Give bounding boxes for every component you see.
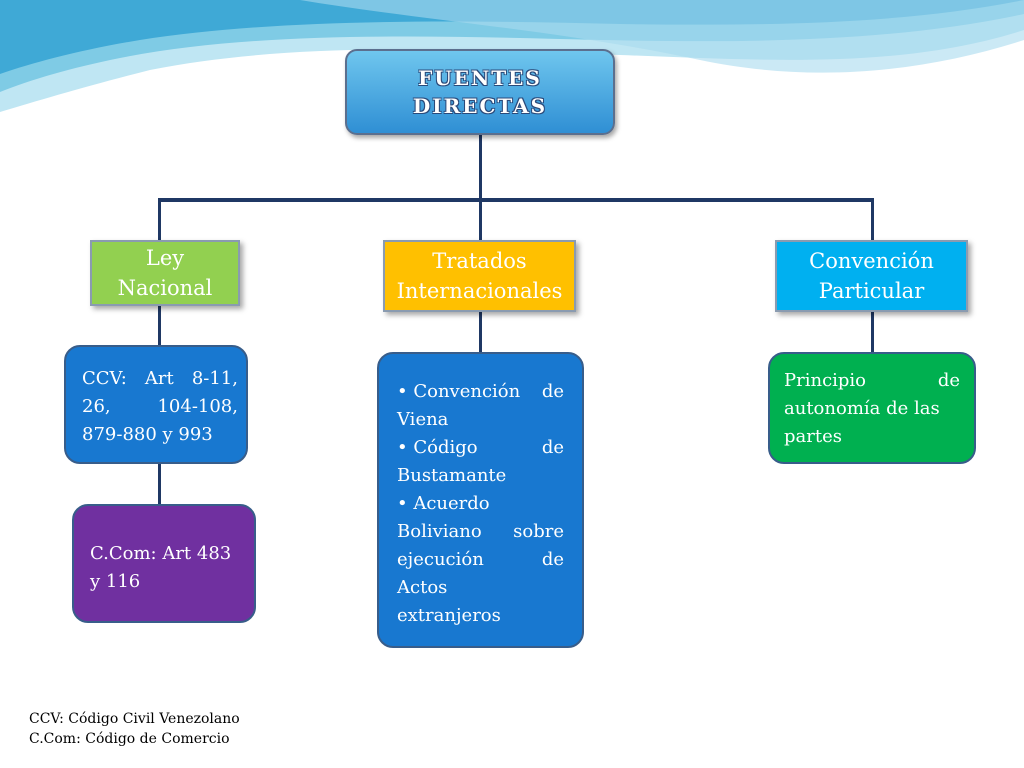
- principio-row-3: partes: [784, 426, 842, 447]
- footnote-ccv: CCV: Código Civil Venezolano: [29, 711, 240, 727]
- root-title-line1: FUENTES: [418, 66, 542, 90]
- principio-row-2: autonomía de las: [784, 398, 940, 419]
- ccv-text: CCV:: [82, 368, 127, 389]
- list-item-text: sobre: [513, 521, 564, 542]
- ccv-row-2: 26, 104-108,: [82, 393, 238, 421]
- convencion-title-line2: Particular: [818, 279, 925, 303]
- node-principio-autonomia: Principio de autonomía de las partes: [768, 352, 976, 464]
- node-ccom-articles: C.Com: Art 483 y 116: [72, 504, 256, 623]
- connector-ley-ccv: [158, 306, 161, 345]
- connector-ccv-com: [158, 464, 161, 504]
- principio-text: Principio: [784, 370, 867, 391]
- list-item: • Convención de: [397, 378, 564, 406]
- connector-convencion-detail: [871, 312, 874, 352]
- list-item-text: de: [541, 549, 564, 570]
- list-item-text: Actos: [397, 577, 448, 598]
- list-item: • Código de: [397, 434, 564, 462]
- ccom-line-1: C.Com: Art 483: [90, 543, 232, 564]
- connector-tratados-detail: [479, 312, 482, 352]
- ccv-text: 8-11,: [191, 368, 238, 389]
- node-ccv-articles: CCV: Art 8-11, 26, 104-108, 879-880 y 99…: [64, 345, 248, 464]
- connector-horizontal: [158, 198, 874, 202]
- convencion-title-line1: Convención: [809, 249, 934, 273]
- ley-title-line2: Nacional: [117, 276, 213, 300]
- connector-to-tratados: [479, 200, 482, 240]
- list-item-text: • Código: [397, 437, 478, 458]
- connector-root-down: [479, 135, 482, 200]
- decorative-wave-header: [0, 0, 1024, 112]
- root-node-fuentes-directas: FUENTES DIRECTAS: [345, 49, 615, 135]
- ccv-row-1: CCV: Art 8-11,: [82, 365, 238, 393]
- list-item-text: de: [541, 381, 564, 402]
- list-item-row: Boliviano sobre: [397, 518, 564, 546]
- list-item: • Acuerdo: [397, 493, 490, 514]
- ccv-text: Art: [144, 368, 174, 389]
- list-item-text: ejecución: [397, 549, 484, 570]
- root-title-line2: DIRECTAS: [412, 94, 548, 118]
- node-tratados-internacionales: Tratados Internacionales: [383, 240, 576, 312]
- principio-row-1: Principio de: [784, 367, 960, 395]
- ccv-text: 26,: [82, 396, 111, 417]
- ccv-text: 104-108,: [157, 396, 238, 417]
- ccv-row-3: 879-880 y 993: [82, 424, 213, 445]
- list-item-row: ejecución de: [397, 546, 564, 574]
- list-item-text: Bustamante: [397, 465, 507, 486]
- list-item-text: • Convención: [397, 381, 521, 402]
- connector-to-convencion: [871, 200, 874, 240]
- list-item-text: extranjeros: [397, 605, 501, 626]
- node-tratados-list: • Convención de Viena • Código de Bustam…: [377, 352, 584, 648]
- list-item-text: Boliviano: [397, 521, 482, 542]
- list-item-text: Viena: [397, 409, 449, 430]
- footnote-ccom: C.Com: Código de Comercio: [29, 731, 230, 747]
- ley-title-line1: Ley: [145, 246, 185, 270]
- principio-text: de: [937, 370, 960, 391]
- tratados-title-line1: Tratados: [432, 249, 527, 273]
- tratados-title-line2: Internacionales: [396, 279, 563, 303]
- list-item-text: de: [541, 437, 564, 458]
- node-ley-nacional: Ley Nacional: [90, 240, 240, 306]
- node-convencion-particular: Convención Particular: [775, 240, 968, 312]
- ccom-line-2: y 116: [90, 571, 141, 592]
- connector-to-ley: [158, 200, 161, 240]
